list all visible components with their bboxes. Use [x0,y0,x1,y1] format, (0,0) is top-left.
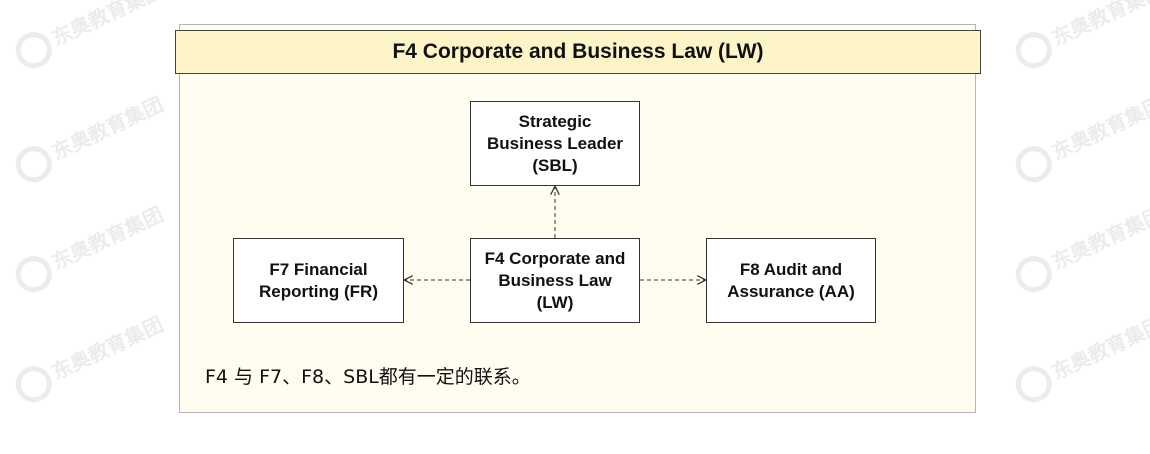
panel-title: F4 Corporate and Business Law (LW) [175,30,981,74]
node-corporate-business-law: F4 Corporate and Business Law (LW) [470,238,640,323]
node-audit-assurance: F8 Audit and Assurance (AA) [706,238,876,323]
relationship-note: F4 与 F7、F8、SBL都有一定的联系。 [205,366,531,388]
node-financial-reporting: F7 Financial Reporting (FR) [233,238,404,323]
diagram-panel [179,24,976,413]
node-strategic-business-leader: Strategic Business Leader (SBL) [470,101,640,186]
